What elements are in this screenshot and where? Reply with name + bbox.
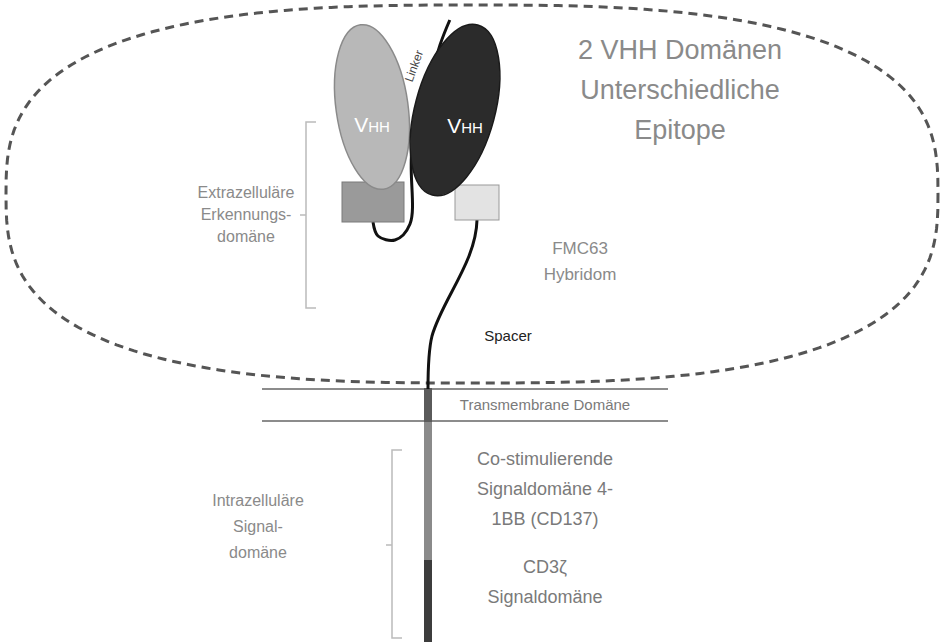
costim-segment — [424, 422, 432, 560]
bracket — [300, 122, 316, 308]
part-label: Spacer — [478, 326, 538, 346]
domain-name: CD3ζ Signaldomäne — [480, 552, 610, 612]
source-label: FMC63 Hybridom — [528, 236, 632, 288]
domain-base — [455, 185, 499, 220]
bracket — [386, 450, 402, 638]
part-label: Transmembrane Domäne — [450, 395, 640, 415]
vhh-domain-light: VHH — [330, 22, 416, 222]
spacer-line — [428, 220, 477, 389]
cd3z-segment — [424, 560, 432, 642]
vhh-oval — [325, 20, 419, 194]
membrane-line — [262, 388, 668, 390]
domain-label: VHH — [447, 114, 483, 137]
annotation-title: 2 VHH Domänen Unterschiedliche Epitope — [560, 30, 800, 150]
dashed-ellipse — [6, 5, 938, 383]
transmembrane-segment — [424, 388, 432, 422]
vhh-oval — [394, 15, 517, 206]
membrane-line — [262, 420, 668, 422]
domain-name: Co-stimulierende Signaldomäne 4-1BB (CD1… — [466, 444, 624, 534]
region-label: Intrazelluläre Signal- domäne — [203, 488, 313, 566]
domain-label: VHH — [354, 113, 390, 136]
region-label: Extrazelluläre Erkennungs- domäne — [196, 182, 296, 248]
